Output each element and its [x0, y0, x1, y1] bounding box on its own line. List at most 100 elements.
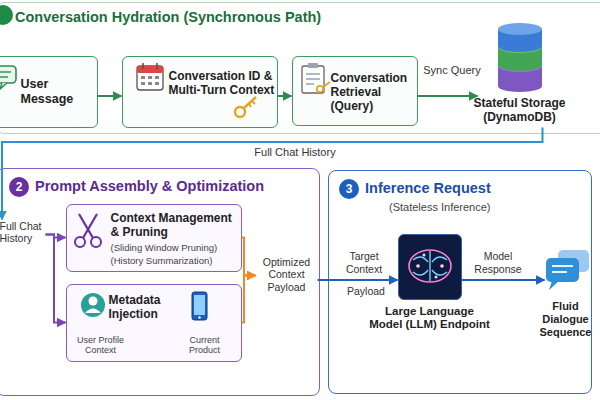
junction-text: Full Chat History: [0, 220, 46, 250]
payload-text: Optimized Context Payload: [256, 252, 318, 300]
model-endpoint: Large Language Model (LLM) Endpoint: [398, 234, 462, 300]
node-detail: Prompt Assembly & Optimization: [35, 178, 305, 195]
dialogue-icon-part: [552, 271, 567, 273]
node-title: Optimized Context Payload: [256, 256, 318, 294]
node-detail: User Profile Context: [71, 335, 131, 357]
database-icon-part: [498, 40, 542, 52]
calendar-icon-part: [141, 76, 145, 79]
database-icon-part: [498, 59, 542, 71]
database-node: Stateful Storage (DynamoDB): [478, 20, 562, 128]
phone-icon-part: [192, 292, 207, 320]
dialogue-icon: [546, 250, 589, 290]
node-title: User Message: [21, 77, 91, 107]
node-title: Large Language Model (LLM) Endpoint: [368, 305, 492, 333]
brain-icon-part: [429, 251, 430, 281]
section-panel: 2 Prompt Assembly & OptimizationFull Chat…: [0, 168, 320, 396]
key-icon: [235, 97, 256, 117]
database-icon-part: [498, 41, 542, 53]
key-icon-part: [244, 97, 256, 108]
calendar-icon-part: [142, 63, 144, 69]
flow-arrow: [278, 95, 292, 97]
step-badge-part: [0, 5, 13, 25]
phone-icon-part: [198, 316, 200, 318]
database-icon-part: [498, 66, 542, 86]
calendar-icon-part: [156, 63, 158, 69]
clipboard-icon-part: [317, 86, 323, 92]
node-detail: Current Product: [175, 335, 235, 357]
dialogue-icon-part: [549, 281, 559, 290]
scissors-icon-part: [83, 214, 97, 238]
node-title: Conversation Retrieval (Query): [331, 71, 417, 114]
clipboard-icon-part: [306, 83, 314, 84]
calendar-icon-part: [148, 82, 152, 85]
database-icon-part: [498, 80, 542, 92]
calendar-icon-part: [148, 76, 152, 79]
node-title: Full Chat History: [0, 220, 46, 245]
chat-icon: [0, 66, 16, 89]
database-icon-part: [498, 47, 542, 65]
flow-arrow: [2, 128, 543, 220]
brain-icon: [409, 250, 451, 282]
brain-icon-part: [416, 264, 420, 268]
dialogue-icon-part: [552, 265, 573, 267]
node-title: Metadata Injection: [109, 293, 185, 322]
clipboard-icon-part: [302, 66, 324, 93]
step-number: 3: [339, 179, 359, 199]
dialogue-icon-part: [546, 258, 579, 282]
brain-icon-part: [409, 250, 451, 282]
clipboard-icon-part: [306, 73, 320, 74]
node-detail: (Stateless Inference): [389, 201, 569, 214]
output-node: Fluid Dialogue Sequence: [545, 250, 589, 290]
clipboard-icon-part: [323, 82, 330, 87]
flow-arrow: [242, 276, 256, 323]
flow-arrow: [46, 235, 66, 323]
dialogue-icon-part: [558, 250, 589, 272]
section-panel: 3 Inference Request (Stateless Inference) L…: [328, 170, 592, 394]
database-icon: [498, 23, 542, 92]
node-title: Conversation Hydration (Synchronous Path…: [15, 9, 455, 26]
flow-arrow: [46, 235, 66, 238]
calendar-icon-part: [141, 82, 145, 85]
flow-arrow: [98, 95, 122, 97]
node-detail: (History Summarization): [111, 255, 239, 266]
chat-icon-part: [0, 71, 11, 72]
key-icon-part: [235, 107, 245, 117]
person-icon-part: [89, 297, 98, 306]
person-icon-part: [85, 309, 101, 314]
brain-icon-part: [435, 276, 438, 279]
database-icon-part: [498, 60, 542, 72]
node-title: Stateful Storage (DynamoDB): [453, 96, 587, 125]
scissors-icon-part: [91, 237, 101, 247]
scissors-icon: [75, 214, 101, 247]
database-icon-part: [498, 29, 542, 46]
node-detail: (Sliding Window Pruning): [111, 242, 239, 253]
node-title: Context Management & Pruning: [111, 211, 239, 240]
brain-icon-part: [440, 264, 444, 268]
calendar-icon-part: [155, 76, 159, 79]
node-detail: Inference Request: [365, 180, 565, 197]
section-panel: Conversation Hydration (Synchronous Path…: [0, 2, 600, 134]
key-icon-part: [249, 104, 251, 107]
database-icon-part: [498, 23, 542, 35]
process-box: Conversation Retrieval (Query): [292, 56, 418, 126]
calendar-icon-part: [137, 66, 163, 73]
process-box: Context Management & Pruning (Sliding Win…: [66, 204, 242, 272]
phone-icon: [192, 292, 207, 320]
flow-arrow: [318, 279, 398, 281]
person-icon: [81, 293, 105, 317]
clipboard-icon-part: [306, 78, 320, 79]
scissors-icon-part: [79, 214, 93, 238]
process-box: Metadata InjectionUser Profile Context Cu…: [66, 284, 242, 362]
step-badge-ring: [7, 176, 29, 198]
step-number: 2: [9, 177, 29, 197]
node-title: Conversation ID & Multi-Turn Context: [169, 69, 277, 98]
calendar-icon-part: [137, 66, 163, 90]
brain-icon-part: [423, 254, 426, 257]
process-box: User Message: [0, 56, 98, 128]
key-icon-part: [252, 101, 255, 104]
chat-icon-part: [0, 83, 7, 89]
step-badge-ring-part: [7, 176, 29, 198]
edge-label: Full Chat History: [235, 146, 355, 159]
clipboard-icon: [302, 63, 330, 93]
process-box: Conversation ID & Multi-Turn Context: [122, 56, 278, 128]
